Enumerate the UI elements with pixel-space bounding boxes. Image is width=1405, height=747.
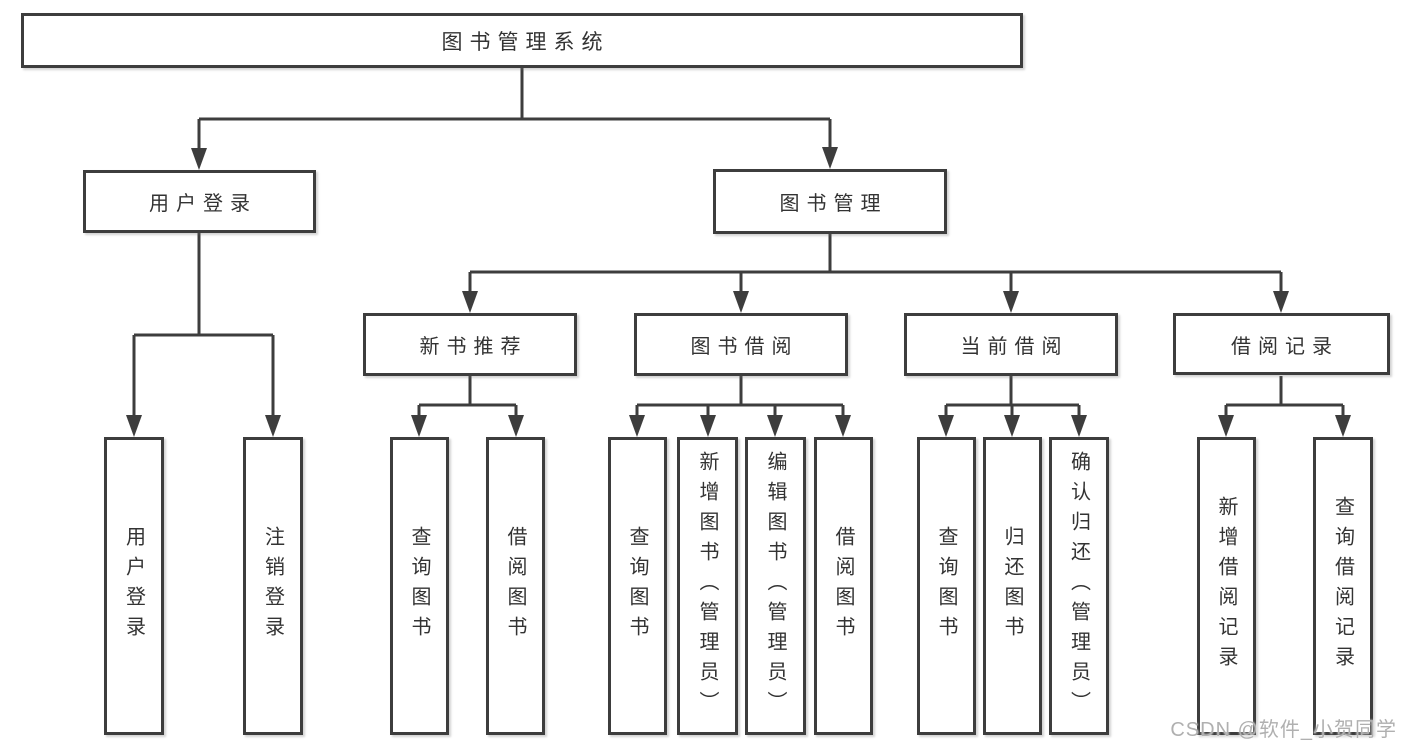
leaf-return-book: 归还图书 bbox=[983, 437, 1042, 735]
leaf-borrow-books: 借阅图书 bbox=[814, 437, 873, 735]
node-library-system: 图书管理系统 bbox=[21, 13, 1023, 68]
leaf-query-books-borrow: 查询图书 bbox=[608, 437, 667, 735]
node-borrow-records: 借阅记录 bbox=[1173, 313, 1390, 375]
leaf-user-login: 用户登录 bbox=[104, 437, 164, 735]
leaf-query-books-recommend: 查询图书 bbox=[390, 437, 449, 735]
leaf-add-borrow-record: 新增借阅记录 bbox=[1197, 437, 1256, 735]
leaf-logout: 注销登录 bbox=[243, 437, 303, 735]
node-user-login: 用户登录 bbox=[83, 170, 316, 233]
leaf-confirm-return-admin: 确认归还（管理员） bbox=[1049, 437, 1109, 735]
leaf-query-books-current: 查询图书 bbox=[917, 437, 976, 735]
node-book-management: 图书管理 bbox=[713, 169, 947, 234]
leaf-edit-book-admin: 编辑图书（管理员） bbox=[745, 437, 806, 735]
leaf-query-borrow-record: 查询借阅记录 bbox=[1313, 437, 1373, 735]
node-book-borrow: 图书借阅 bbox=[634, 313, 848, 376]
node-current-borrow: 当前借阅 bbox=[904, 313, 1118, 376]
node-new-book-recommend: 新书推荐 bbox=[363, 313, 577, 376]
leaf-borrow-books-recommend: 借阅图书 bbox=[486, 437, 545, 735]
watermark: CSDN @软件_小贺同学 bbox=[1170, 719, 1397, 741]
leaf-add-book-admin: 新增图书（管理员） bbox=[677, 437, 738, 735]
